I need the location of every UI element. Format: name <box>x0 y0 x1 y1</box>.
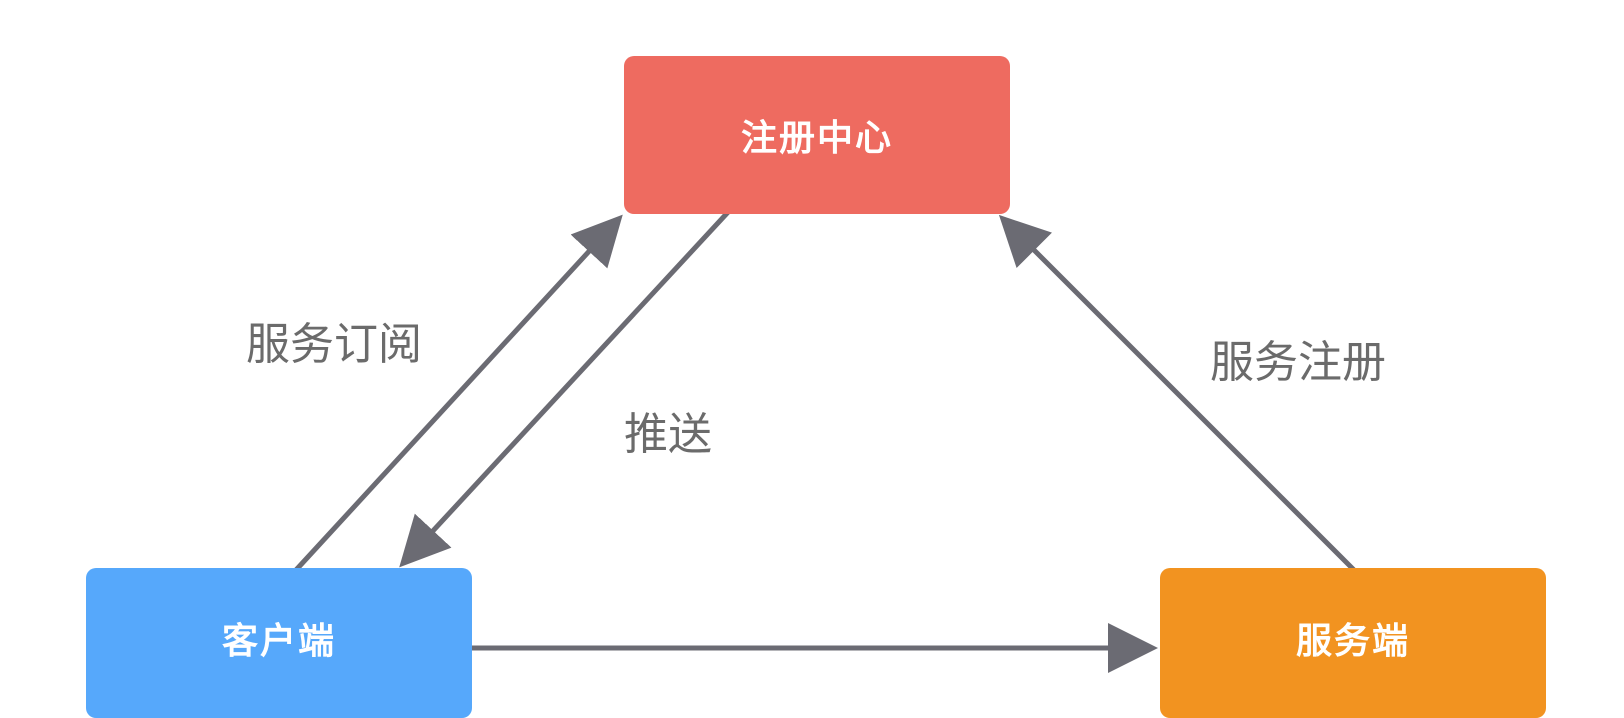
arrow-register <box>998 214 1356 572</box>
node-server: 服务端 <box>1160 568 1546 718</box>
service-discovery-diagram: 注册中心 客户端 服务端 服务订阅 推送 服务注册 <box>86 56 1546 718</box>
node-client: 客户端 <box>86 568 472 718</box>
node-registry: 注册中心 <box>624 56 1010 214</box>
edge-label-register: 服务注册 <box>1210 337 1386 388</box>
edge-label-push: 推送 <box>624 409 712 460</box>
arrow-subscribe <box>294 214 623 572</box>
arrow-push <box>399 208 732 568</box>
diagram-arrows <box>294 208 1356 673</box>
edge-label-subscribe: 服务订阅 <box>246 319 422 370</box>
